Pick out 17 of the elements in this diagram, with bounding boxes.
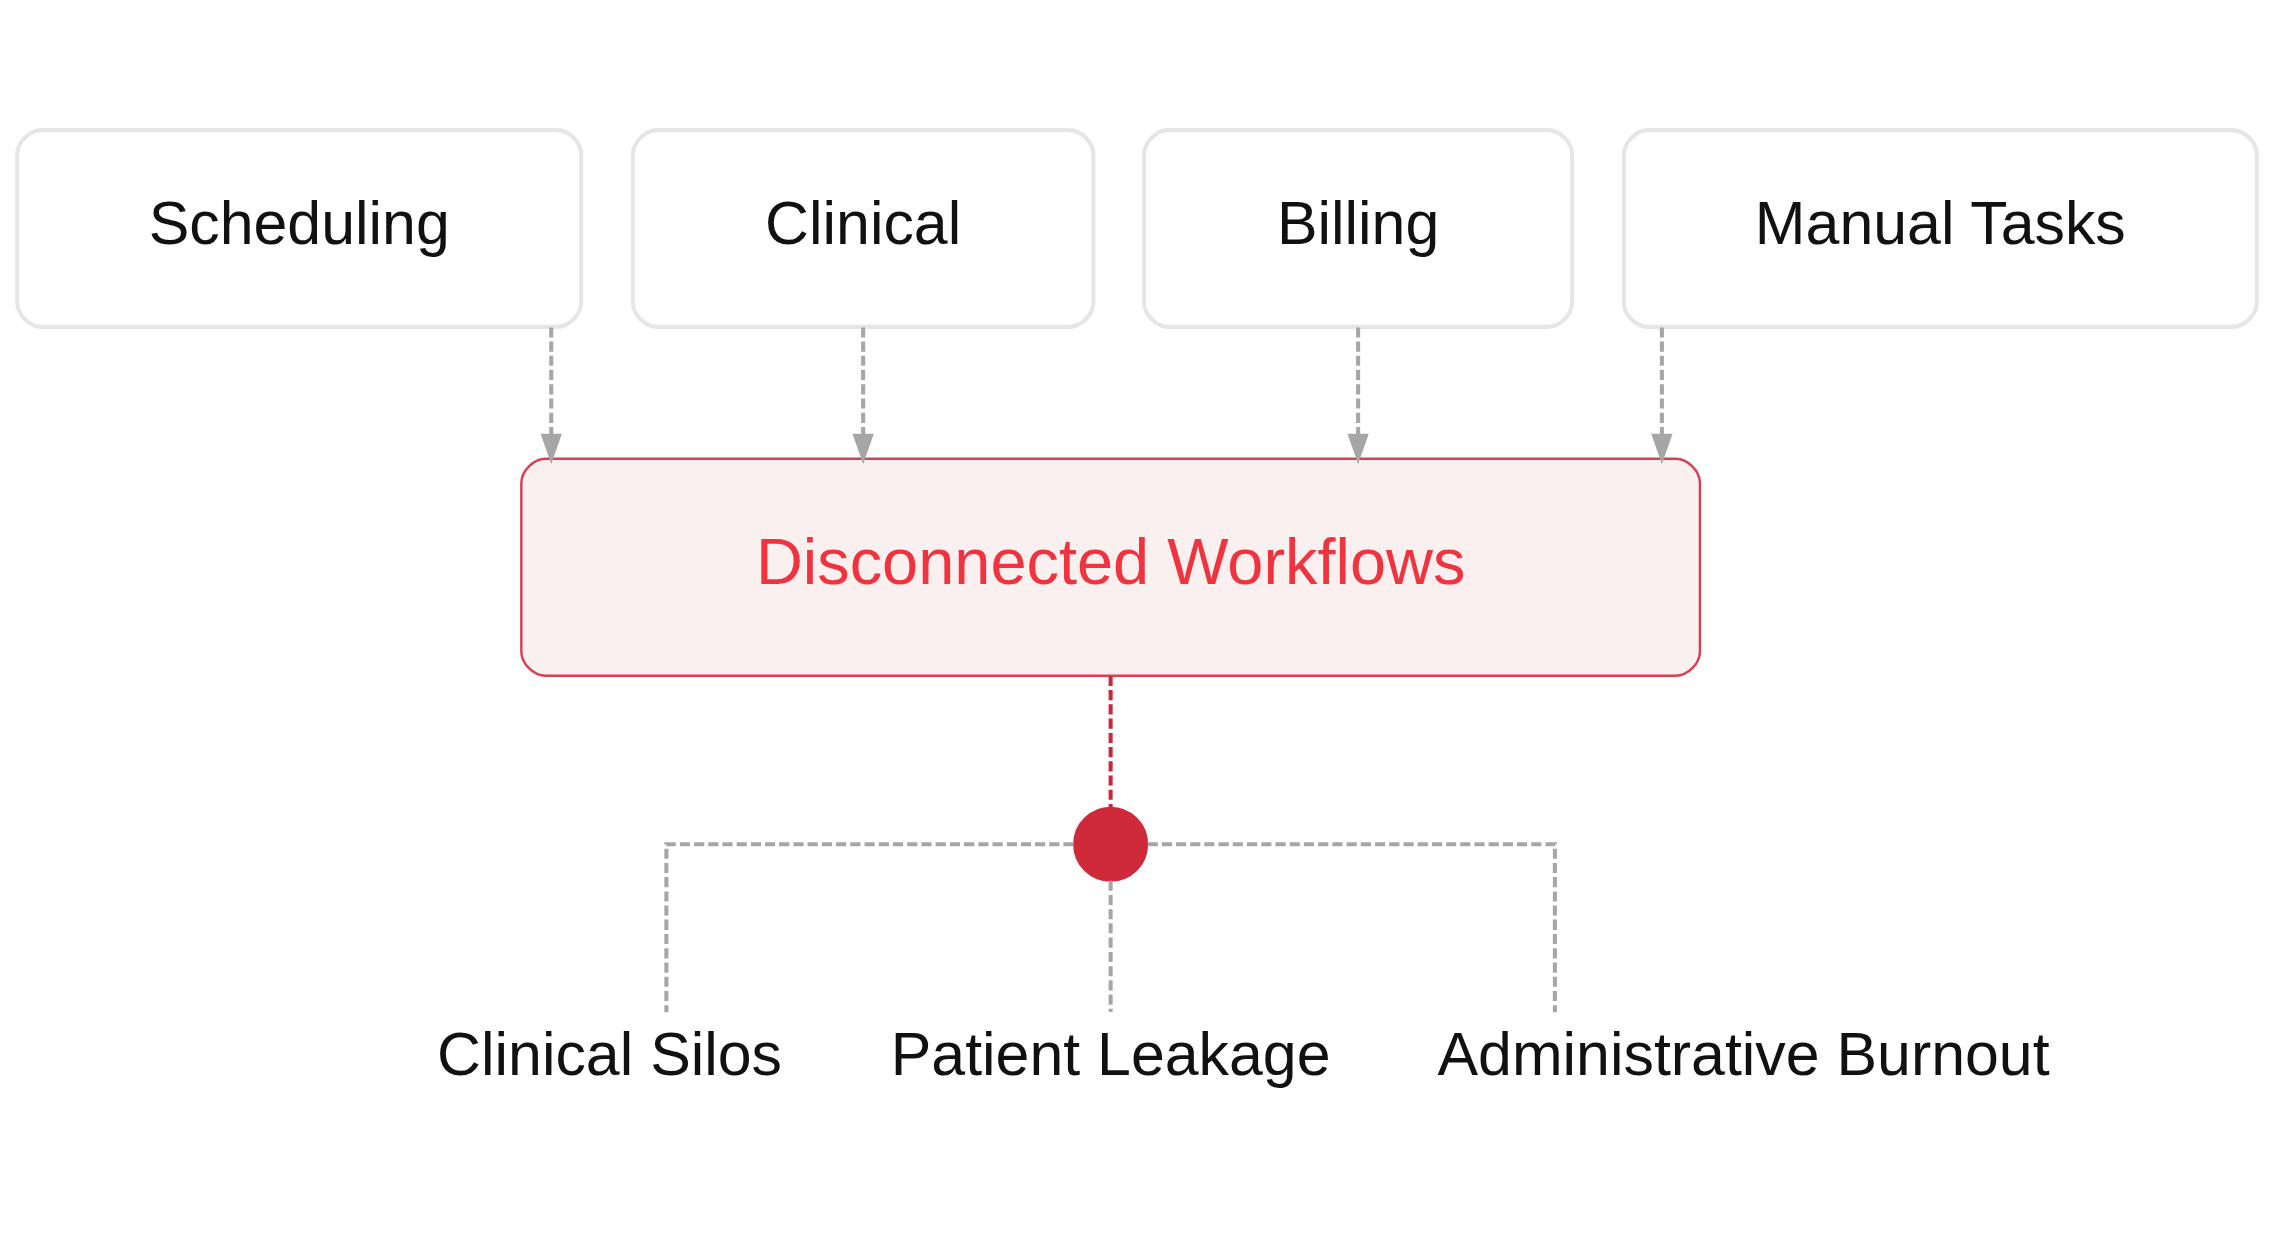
node-box: Disconnected Workflows <box>520 457 1702 677</box>
node-box: Clinical <box>630 127 1096 329</box>
arrow <box>1651 326 1673 464</box>
node-text: Patient Leakage <box>890 1019 1331 1088</box>
arrow <box>1347 326 1369 464</box>
node-circle <box>1073 806 1149 882</box>
arrow <box>852 326 874 464</box>
node-box: Scheduling <box>15 127 584 329</box>
connector <box>1147 841 1557 1012</box>
connector <box>664 841 1074 1012</box>
arrow <box>540 326 562 464</box>
connector <box>1108 880 1113 1012</box>
node-box: Manual Tasks <box>1621 127 2259 329</box>
connector <box>1108 675 1113 808</box>
node-text: Clinical Silos <box>437 1019 783 1088</box>
node-text: Administrative Burnout <box>1437 1019 2050 1088</box>
node-box: Billing <box>1142 127 1575 329</box>
